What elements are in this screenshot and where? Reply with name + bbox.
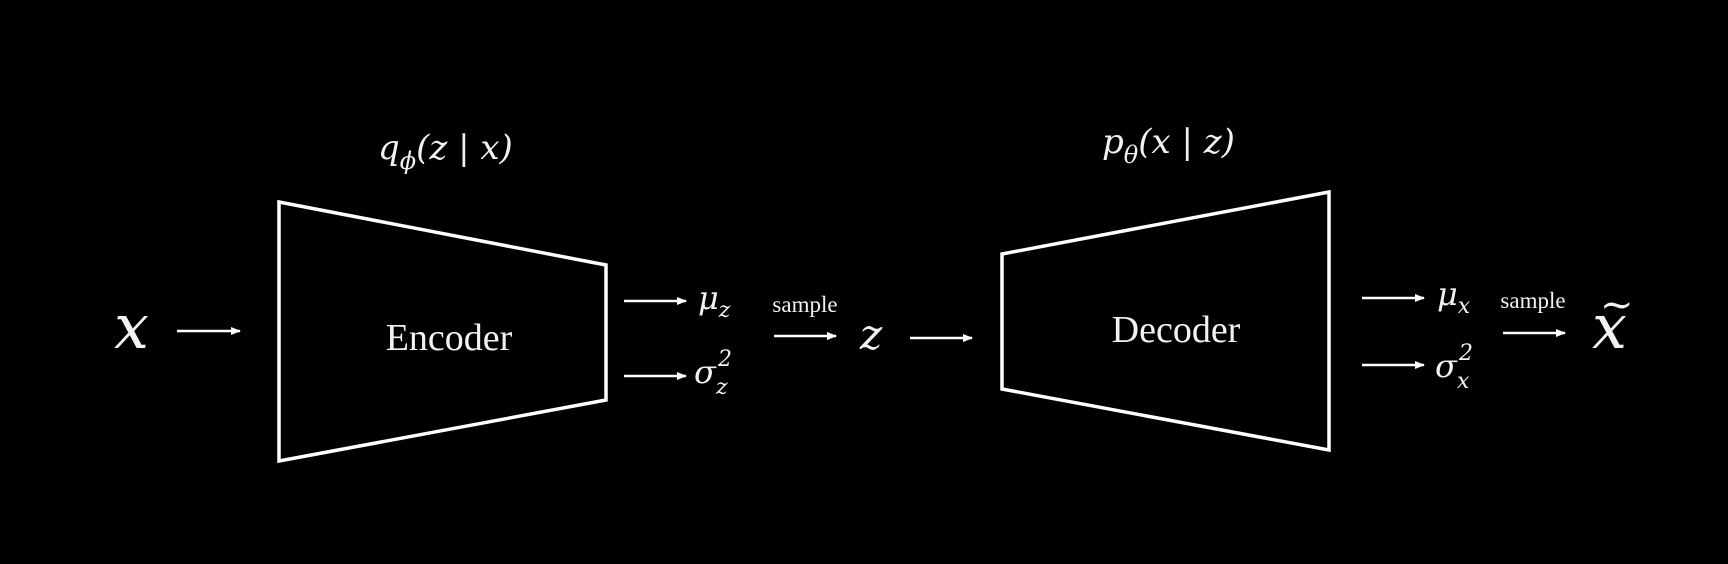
decoder-mean-symbol: μ [1437, 275, 1458, 313]
output-x-tilde-symbol: x ~ [1592, 282, 1634, 363]
encoder-dist-subscript: ϕ [400, 147, 416, 175]
output-sample-label: sample [1500, 288, 1565, 313]
encoder-shape [277, 199, 608, 464]
latent-sample-label: sample [772, 292, 837, 317]
svg-text:qϕ(z | x): qϕ(z | x) [378, 128, 513, 175]
encoder-variance-subscript: z [715, 375, 728, 400]
encoder-dist-body: (z | x) [416, 128, 513, 168]
decoder-variance-subscript: x [1457, 369, 1470, 394]
decoder-variance-label: σ 2 x [1435, 341, 1473, 394]
decoder-dist-prefix: p [1102, 122, 1124, 162]
encoder-variance-superscript: 2 [717, 347, 732, 372]
encoder-distribution-label: qϕ(z | x) [378, 128, 513, 175]
decoder-mean-label: μx [1437, 275, 1471, 319]
decoder-label: Decoder [1112, 309, 1241, 351]
encoder-dist-prefix: q [378, 128, 400, 168]
decoder-variance-symbol: σ [1435, 347, 1458, 385]
decoder-dist-body: (x | z) [1138, 122, 1235, 162]
encoder-variance-symbol: σ [694, 353, 717, 391]
output-x-accent: ~ [1600, 282, 1634, 328]
encoder-mean-symbol: μ [698, 279, 719, 317]
encoder-mean-label: μz [698, 279, 731, 323]
encoder-mean-subscript: z [718, 298, 731, 323]
svg-text:pθ(x | z): pθ(x | z) [1102, 122, 1235, 169]
output-x-symbol: x [1592, 290, 1627, 363]
latent-z-symbol: z [859, 310, 883, 359]
input-x-symbol: x [114, 290, 149, 363]
encoder-variance-label: σ 2 z [694, 347, 732, 400]
encoder-label: Encoder [386, 317, 513, 359]
decoder-mean-subscript: x [1458, 294, 1471, 319]
decoder-dist-subscript: θ [1124, 141, 1139, 169]
decoder-shape [1000, 189, 1331, 453]
decoder-distribution-label: pθ(x | z) [1102, 122, 1235, 169]
decoder-variance-superscript: 2 [1458, 341, 1473, 366]
